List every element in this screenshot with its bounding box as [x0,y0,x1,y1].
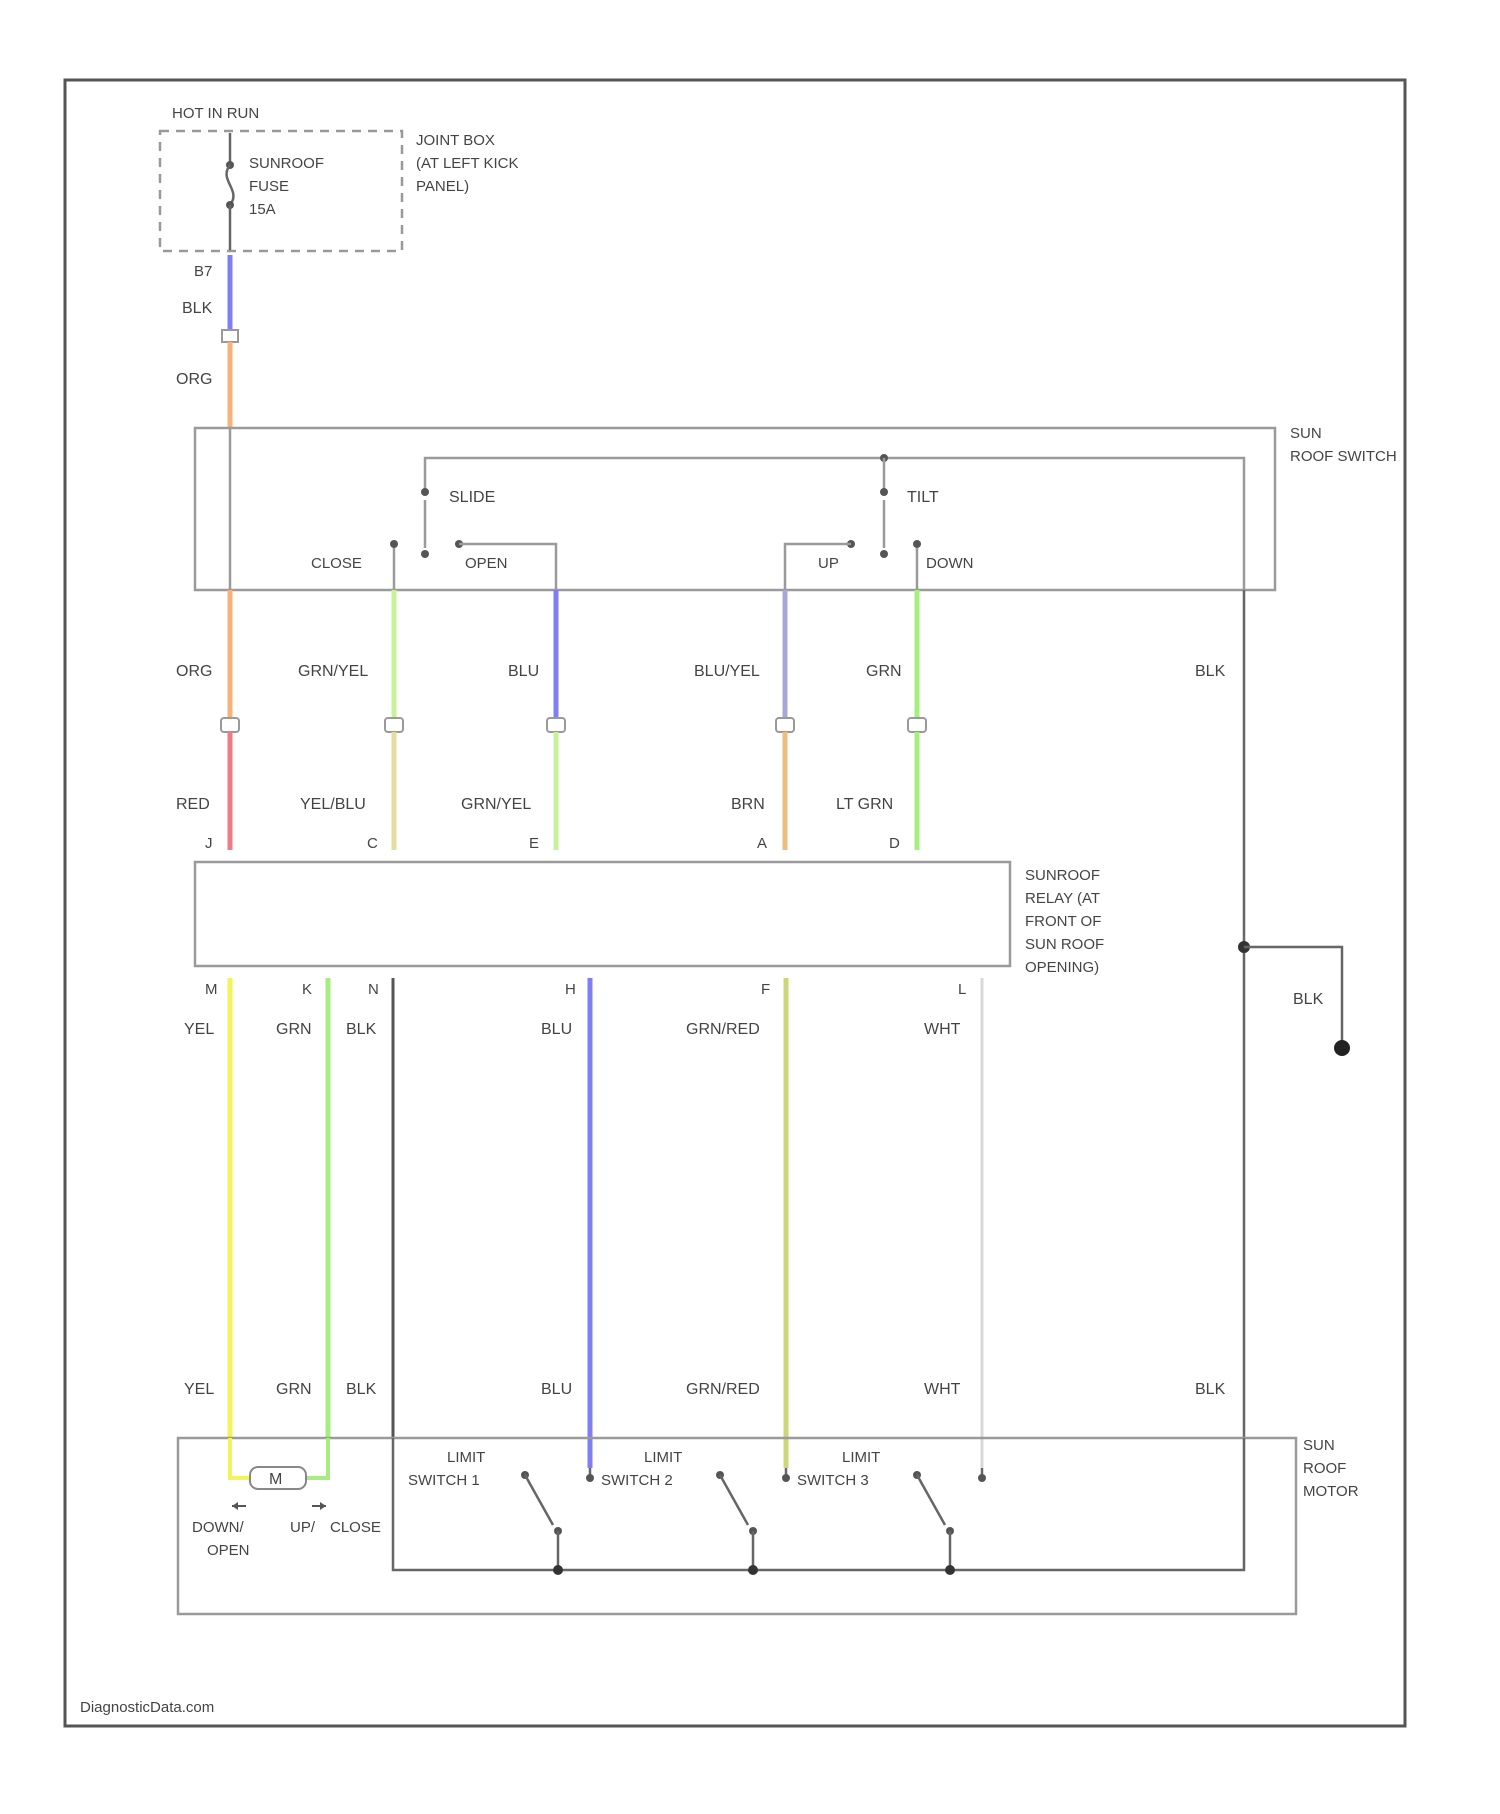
relay-pin: A [757,835,767,852]
limit-switch-1 [521,1471,563,1575]
connector [222,330,238,342]
relay-pin: M [205,981,218,998]
motor-up-label: UP/ [290,1519,316,1536]
lower-wire-label: WHT [924,1381,961,1398]
lower-wire-label: BLU [541,1381,572,1398]
motor-name-1: SUN [1303,1437,1335,1454]
middle-wire-label: RED [176,796,210,813]
limit-switch-2 [716,1471,758,1575]
relay-name-2: RELAY (AT [1025,890,1100,907]
fuse-name: SUNROOF [249,155,324,172]
lower-wire-label: GRN/RED [686,1021,760,1038]
lower-wire-label: YEL [184,1021,214,1038]
motor-down-label: DOWN/ [192,1519,244,1536]
limit-switch-label: LIMIT [644,1449,682,1466]
tilt-switch[interactable] [785,500,921,590]
lower-wire-label: GRN [276,1381,312,1398]
motor-close-label: CLOSE [330,1519,381,1536]
upper-wire-label: GRN/YEL [298,663,368,680]
lower-wire-label: BLK [346,1021,377,1038]
motor-direction-arrows [232,1502,326,1510]
limit-switch-label: LIMIT [842,1449,880,1466]
upper-wire-label: BLU/YEL [694,663,760,680]
joint-box-label-1: JOINT BOX [416,132,495,149]
inline-connectors [221,718,926,732]
lower-wire-label: BLU [541,1021,572,1038]
relay-pin: J [205,835,213,852]
lower-wire-label: GRN/RED [686,1381,760,1398]
relay-name-1: SUNROOF [1025,867,1100,884]
motor-open-label: OPEN [207,1542,250,1559]
lower-wire-label: BLK [1195,1381,1226,1398]
lower-wire-label: BLK [346,1381,377,1398]
joint-box-label-3: PANEL) [416,178,469,195]
limit-switch-circuit [393,1438,1244,1570]
slide-label: SLIDE [449,489,495,506]
middle-wire-label: YEL/BLU [300,796,366,813]
limit-switch-label: SWITCH 2 [601,1472,673,1489]
motor-label: M [269,1471,282,1488]
upper-wire-label: BLU [508,663,539,680]
sunroof-switch-name-2: ROOF SWITCH [1290,448,1397,465]
relay-pin: L [958,981,966,998]
tilt-label: TILT [907,489,939,506]
hot-in-run-label: HOT IN RUN [172,105,259,122]
footer-watermark: DiagnosticData.com [80,1699,214,1716]
upper-wire-label: GRN [866,663,902,680]
relay-pin: F [761,981,770,998]
relay-name-4: SUN ROOF [1025,936,1104,953]
sunroof-relay-box [195,862,1010,966]
limit-switch-label: LIMIT [447,1449,485,1466]
fuse-rating: 15A [249,201,276,218]
relay-name-3: FRONT OF [1025,913,1101,930]
ground-point [1334,1040,1350,1056]
fuse-terminal: B7 [194,263,212,280]
limit-switch-label: SWITCH 3 [797,1472,869,1489]
lower-wire-label: GRN [276,1021,312,1038]
relay-pin: H [565,981,576,998]
sunroof-fuse [226,133,234,250]
wire-label-blk: BLK [182,300,213,317]
switch-internal-wiring [230,428,1244,590]
close-label: CLOSE [311,555,362,572]
relay-pin: C [367,835,378,852]
relay-pin: K [302,981,312,998]
ground-branch [1238,590,1350,1438]
ground-wire-label: BLK [1293,991,1324,1008]
limit-switch-3 [913,1471,955,1575]
slide-switch[interactable] [390,500,556,590]
relay-name-5: OPENING) [1025,959,1099,976]
upper-wire-label: ORG [176,663,212,680]
lower-wire-label: YEL [184,1381,214,1398]
wire-label-org: ORG [176,371,212,388]
down-label: DOWN [926,555,974,572]
sunroof-switch-name-1: SUN [1290,425,1322,442]
upper-wire-label: BLK [1195,663,1226,680]
up-label: UP [818,555,839,572]
middle-wire-label: BRN [731,796,765,813]
relay-pin: E [529,835,539,852]
joint-box-label-2: (AT LEFT KICK [416,155,519,172]
relay-pin: D [889,835,900,852]
middle-wire-label: GRN/YEL [461,796,531,813]
lower-wire-label: WHT [924,1021,961,1038]
relay-pin: N [368,981,379,998]
open-label: OPEN [465,555,508,572]
motor-name-2: ROOF [1303,1460,1346,1477]
middle-wire-label: LT GRN [836,796,893,813]
fuse-word: FUSE [249,178,289,195]
motor-name-3: MOTOR [1303,1483,1359,1500]
limit-switch-label: SWITCH 1 [408,1472,480,1489]
